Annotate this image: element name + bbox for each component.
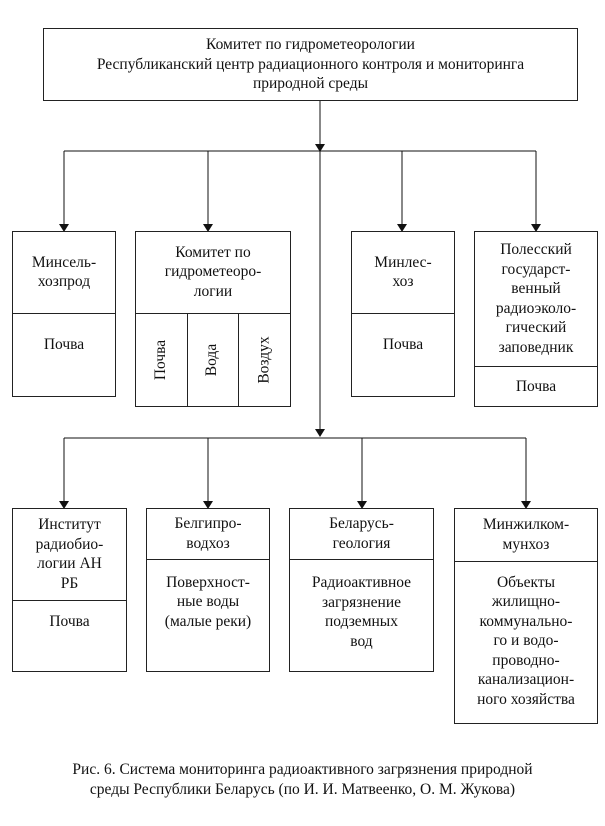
divider bbox=[146, 559, 270, 560]
divider bbox=[474, 366, 598, 367]
divider bbox=[135, 313, 291, 314]
org-monitored-object: Воздух bbox=[255, 336, 273, 384]
org-box-minzhilkomhoz bbox=[454, 508, 598, 724]
org-box-belarusgeologia bbox=[289, 508, 434, 672]
org-monitored-object: Объекты жилищно- коммунально- го и водо-… bbox=[477, 573, 575, 708]
divider bbox=[187, 313, 188, 407]
divider bbox=[289, 559, 434, 560]
top-box-title: Комитет по гидрометеорологии Республикан… bbox=[96, 36, 525, 93]
org-name: Минжилком- мунхоз bbox=[482, 516, 570, 553]
org-name: Полесский государст- венный радиоэколо- … bbox=[495, 241, 577, 356]
divider bbox=[238, 313, 239, 407]
divider bbox=[351, 313, 455, 314]
org-monitored-object: Почва bbox=[382, 336, 424, 354]
org-monitored-object: Радиоактивное загрязнение подземных вод bbox=[311, 574, 412, 650]
org-box-minleshoz bbox=[351, 231, 455, 397]
org-box-belgiprovodhoz bbox=[146, 508, 270, 672]
top-box bbox=[43, 28, 578, 101]
org-monitored-object: Поверхност- ные воды (малые реки) bbox=[164, 573, 252, 630]
org-name: Беларусь- геология bbox=[329, 515, 394, 552]
divider bbox=[454, 561, 598, 562]
org-box-polesskij-zapovednik bbox=[474, 231, 598, 407]
org-monitored-object: Почва bbox=[515, 377, 557, 395]
figure-caption: Рис. 6. Система мониторинга радиоактивно… bbox=[72, 761, 533, 798]
org-box-minselhozprod bbox=[12, 231, 116, 397]
divider bbox=[12, 313, 116, 314]
org-name: Минсель- хозпрод bbox=[31, 253, 97, 291]
divider bbox=[12, 600, 127, 601]
org-monitored-object: Почва bbox=[43, 336, 85, 354]
org-name: Институт радиобио- логии АН РБ bbox=[35, 516, 104, 592]
org-monitored-object: Вода bbox=[203, 343, 221, 377]
org-box-komitet-gidromet bbox=[135, 231, 291, 407]
org-monitored-object: Почва bbox=[49, 613, 90, 631]
org-monitored-object: Почва bbox=[152, 339, 169, 381]
org-name: Белгипро- водхоз bbox=[174, 515, 242, 552]
org-name: Комитет по гидрометеоро- логии bbox=[164, 243, 262, 300]
org-name: Минлес- хоз bbox=[374, 253, 432, 291]
org-box-institut-radiobiologii bbox=[12, 508, 127, 672]
